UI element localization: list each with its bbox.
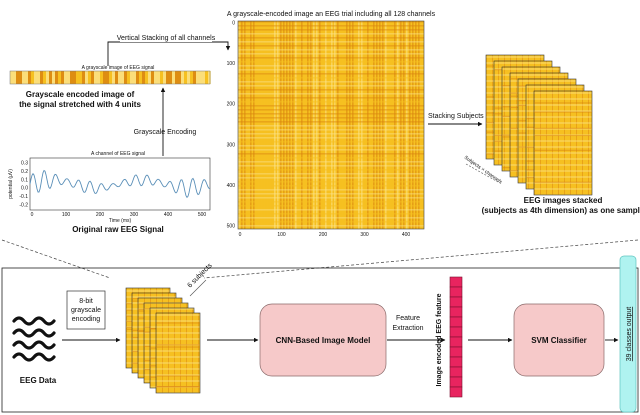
bottom-pipeline-frame bbox=[1, 267, 639, 413]
heatmap-x-ticks: 0 100 200 300 400 bbox=[239, 232, 411, 238]
encoding-box bbox=[66, 290, 106, 330]
channel-plot-y-ticks: 0.3 0.2 0.1 0.0 -0.1 -0.2 bbox=[19, 161, 28, 209]
stacked-caption-line2: (subjects as 4th dimension) as one sampl… bbox=[482, 206, 640, 215]
heatmap-y-tick: 500 bbox=[227, 224, 236, 230]
heatmap-x-tick: 300 bbox=[360, 232, 369, 238]
output-classes-label: 39 classes output bbox=[626, 307, 633, 362]
channel-y-tick: 0.3 bbox=[21, 161, 28, 167]
feature-cell bbox=[449, 326, 463, 338]
grayscale-caption-line2: the signal stretched with 4 units bbox=[19, 100, 141, 109]
feature-cell bbox=[449, 286, 463, 298]
vertical-stacking-label: Vertical Stacking of all channels bbox=[117, 35, 216, 42]
feature-extraction-line2: Extraction bbox=[392, 325, 423, 332]
channel-x-tick: 200 bbox=[96, 212, 105, 218]
heatmap-y-ticks: 0 100 200 300 400 500 bbox=[227, 21, 236, 230]
feature-cell bbox=[449, 296, 463, 308]
channel-y-tick: 0.1 bbox=[21, 177, 28, 183]
channel-x-tick: 400 bbox=[164, 212, 173, 218]
feature-cell bbox=[449, 306, 463, 318]
encoding-line1: 8-bit bbox=[79, 298, 93, 305]
heatmap-title: A grayscale-encoded image an EEG trial i… bbox=[227, 11, 436, 18]
channel-plot-y-label: potential (μV) bbox=[8, 169, 14, 199]
eeg-signal-line bbox=[29, 169, 211, 199]
output-classes-box bbox=[619, 255, 637, 413]
heatmap-y-tick: 0 bbox=[232, 21, 235, 27]
stacked-caption-line1: EEG images stacked bbox=[524, 196, 603, 205]
channel-x-tick: 500 bbox=[198, 212, 207, 218]
channel-plot-x-label: Time (ms) bbox=[109, 218, 132, 224]
heatmap-x-tick: 400 bbox=[402, 232, 411, 238]
stacking-subjects-label: Stacking Subjects bbox=[428, 113, 484, 120]
channel-y-tick: -0.2 bbox=[19, 203, 28, 209]
feature-cell bbox=[449, 356, 463, 368]
channel-y-tick: -0.1 bbox=[19, 194, 28, 200]
feature-extraction-line1: Feature bbox=[396, 315, 420, 322]
feature-cell bbox=[449, 386, 463, 398]
heatmap-y-tick: 200 bbox=[227, 102, 236, 108]
heatmap-x-tick: 0 bbox=[239, 232, 242, 238]
stacked-eeg-images bbox=[485, 54, 593, 196]
channel-y-tick: 0.0 bbox=[21, 186, 28, 192]
raw-signal-caption: Original raw EEG Signal bbox=[72, 225, 164, 234]
eeg-trial-heatmap bbox=[237, 20, 425, 230]
cnn-model-label: CNN-Based Image Model bbox=[276, 336, 371, 345]
feature-cell bbox=[449, 366, 463, 378]
stretched-signal-strip bbox=[9, 70, 211, 85]
zoom-line-right bbox=[203, 239, 639, 279]
subject-image-stack bbox=[125, 287, 201, 394]
channel-y-tick: 0.2 bbox=[21, 169, 28, 175]
channel-plot-title: A channel of EEG signal bbox=[91, 151, 145, 157]
grayscale-encoding-label: Grayscale Encoding bbox=[134, 129, 197, 136]
subjects-channels-axis bbox=[465, 163, 499, 183]
svm-classifier-label: SVM Classifier bbox=[531, 336, 587, 345]
feature-cell bbox=[449, 316, 463, 328]
channel-plot-x-ticks: 0 100 200 300 400 500 bbox=[31, 212, 207, 218]
heatmap-y-tick: 400 bbox=[227, 183, 236, 189]
feature-vector-label: Image encoded EEG feature bbox=[436, 293, 443, 386]
grayscale-caption-line1: Grayscale encoded image of bbox=[26, 90, 135, 99]
eeg-wave-icon bbox=[12, 316, 56, 362]
cnn-model-box bbox=[259, 303, 387, 377]
stretched-strip-title: A grayscale image of EEG signal bbox=[82, 65, 155, 71]
heatmap-y-tick: 100 bbox=[227, 61, 236, 67]
feature-vector-column bbox=[449, 276, 463, 398]
encoding-line2: grayscale bbox=[71, 307, 101, 314]
svm-classifier-box bbox=[513, 303, 605, 377]
vertical-stacking-arrow bbox=[107, 41, 231, 66]
six-subjects-label: 6 subjects bbox=[186, 262, 214, 290]
feature-cell bbox=[449, 376, 463, 388]
feature-cell bbox=[449, 336, 463, 348]
eeg-data-label: EEG Data bbox=[20, 376, 57, 385]
feature-cell bbox=[449, 346, 463, 358]
heatmap-x-tick: 100 bbox=[277, 232, 286, 238]
stacked-eeg-image bbox=[533, 90, 593, 196]
vertical-stacking-label-box bbox=[120, 32, 212, 42]
six-subjects-axis bbox=[189, 279, 207, 297]
zoom-line-left bbox=[1, 239, 111, 279]
channel-x-tick: 300 bbox=[130, 212, 139, 218]
channel-x-tick: 0 bbox=[31, 212, 34, 218]
channel-x-tick: 100 bbox=[62, 212, 71, 218]
heatmap-x-tick: 200 bbox=[319, 232, 328, 238]
subject-image bbox=[155, 312, 201, 394]
feature-cell bbox=[449, 276, 463, 288]
encoding-line3: encoding bbox=[72, 316, 101, 323]
heatmap-y-tick: 300 bbox=[227, 142, 236, 148]
